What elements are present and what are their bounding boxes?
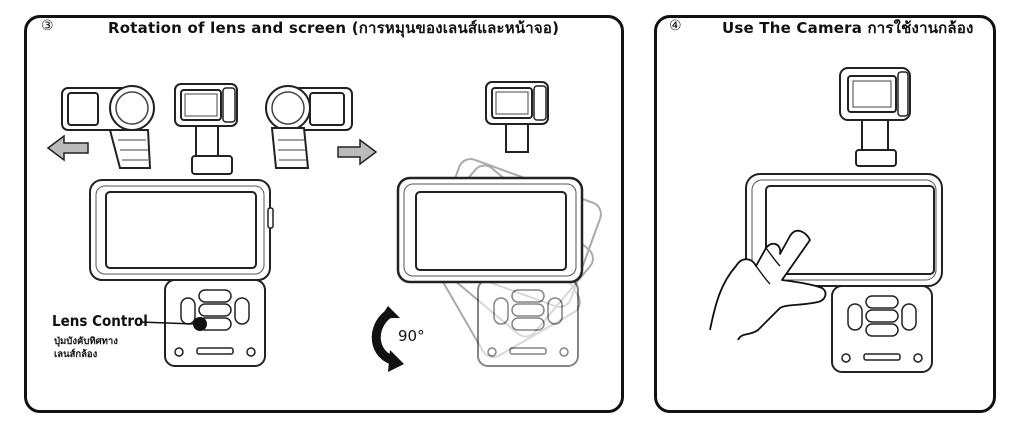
arrow-left-icon (46, 134, 89, 162)
arrow-right-icon (337, 138, 378, 166)
device-grip-use (831, 285, 933, 373)
lens-control-sub-1: ปุ่มบังคับทิศทาง (54, 336, 118, 347)
lens-center-upright (174, 83, 238, 175)
lens-rotated-right (265, 85, 353, 169)
lens-control-sub-2: เลนส์กล้อง (54, 349, 98, 360)
use-camera-panel-title: Use The Camera การใช้งานกล้อง (722, 19, 974, 37)
grip-rotating-device (477, 279, 579, 367)
screen-horizontal (396, 176, 584, 284)
lens-control-button[interactable] (193, 317, 207, 331)
step-number-3: ③ (41, 18, 54, 34)
rotation-panel-title: Rotation of lens and screen (การหมุนของเ… (108, 19, 560, 37)
device-grip-left (139, 279, 266, 367)
device-screen-upright (89, 179, 274, 281)
hand-touch-icon (709, 229, 827, 341)
camera-head-use (839, 67, 911, 167)
step-number-4: ④ (669, 18, 682, 34)
rotation-degree-label: 90° (398, 327, 425, 345)
rotate-arrow-icon (371, 306, 404, 372)
lens-rotated-left (61, 85, 155, 169)
lens-top-rotating-device (485, 81, 549, 153)
lens-control-label: Lens Control (52, 312, 148, 330)
